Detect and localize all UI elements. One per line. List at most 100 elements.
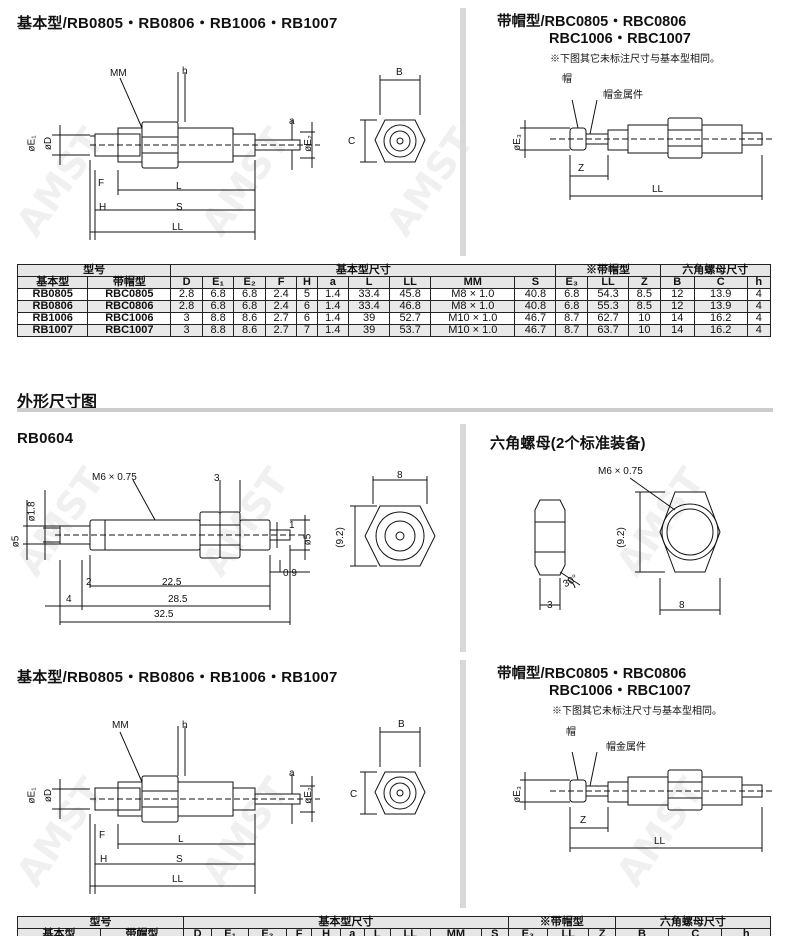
table-cell: M10 × 1.0 <box>430 312 516 325</box>
cap-type-title-2-line1: 带帽型/RBC0805・RBC0806 <box>497 666 687 682</box>
table2-column-header: LL <box>389 928 431 936</box>
table-cell: 4 <box>746 324 771 337</box>
label-phiE2-2: øE₂ <box>302 787 314 804</box>
table2-column-header: E₂ <box>248 928 287 936</box>
table-cell: 12 <box>659 300 695 313</box>
table-cell: M8 × 1.0 <box>430 288 516 301</box>
table-cell: 6.8 <box>201 288 235 301</box>
divider <box>460 660 466 908</box>
section-divider <box>17 408 773 412</box>
label-nut-9_2: (9.2) <box>615 527 627 548</box>
table-cell: 8.8 <box>201 324 235 337</box>
table-column-header: E₂ <box>233 276 266 289</box>
table-cell: RB1006 <box>16 312 89 325</box>
table2-column-header: 带帽型 <box>99 928 184 936</box>
table-group-nut: 六角螺母尺寸 <box>659 264 772 277</box>
cap-type-title-line1: 带帽型/RBC0805・RBC0806 <box>497 14 687 30</box>
table-cell: 39 <box>348 324 391 337</box>
table2-column-header: E₁ <box>211 928 250 936</box>
table2-column-header: MM <box>429 928 482 936</box>
basic-type-title: 基本型/RB0805・RB0806・RB1006・RB1007 <box>17 15 338 32</box>
table-cell: 4 <box>746 300 771 313</box>
label-LL: LL <box>172 222 184 233</box>
cap-type-title: 带帽型/RBC0805・RBC0806 RBC1006・RBC1007 <box>497 14 691 48</box>
label-F: F <box>98 178 105 189</box>
table-column-header: D <box>170 276 203 289</box>
table-cell: 6.8 <box>201 300 235 313</box>
table-cell: RB0806 <box>16 300 89 313</box>
label-d5-left: ø5 <box>10 535 22 548</box>
label-B: B <box>396 67 403 78</box>
cap-type-title-2: 带帽型/RBC0805・RBC0806 RBC1006・RBC1007 <box>497 666 691 700</box>
table-cell: 33.4 <box>348 300 391 313</box>
table2-column-header: 基本型 <box>17 928 101 936</box>
table-column-header: C <box>693 276 748 289</box>
label-cap-2: 帽 <box>566 727 576 738</box>
label-C-2: C <box>350 789 358 800</box>
label-nut-8: 8 <box>679 600 685 611</box>
label-phiD: øD <box>43 136 55 151</box>
label-H-2: H <box>100 854 108 865</box>
table2-column-header: E₃ <box>507 928 548 936</box>
label-phiE3-2: øE₃ <box>511 786 523 803</box>
table2-column-header: H <box>311 928 341 936</box>
table-cell: 1.4 <box>316 300 350 313</box>
table-cell: 7 <box>296 324 318 337</box>
table-cell: 1.4 <box>316 312 350 325</box>
table-group-cap: ※带帽型 <box>555 264 661 277</box>
label-Z: Z <box>578 163 585 174</box>
table-cell: 6.8 <box>233 288 266 301</box>
table-cell: 10 <box>628 324 661 337</box>
rb0604-end-view-drawing <box>350 476 436 567</box>
label-phiE2: øE₂ <box>302 135 314 152</box>
label-9_2: (9.2) <box>334 527 346 548</box>
table-cell: 8.8 <box>201 312 235 325</box>
label-phiE1: øE₁ <box>26 135 38 152</box>
table-cell: 16.2 <box>693 324 748 337</box>
table-cell: 8.5 <box>628 288 661 301</box>
table-column-header: h <box>746 276 771 289</box>
label-LL-cap: LL <box>652 184 664 195</box>
table-group-model: 型号 <box>16 264 172 277</box>
basic-type-side-drawing-2 <box>52 726 320 894</box>
label-MM: MM <box>110 68 127 79</box>
table2-group-model: 型号 <box>17 916 184 929</box>
table-cell: M8 × 1.0 <box>430 300 516 313</box>
table-cell: 8.6 <box>233 324 266 337</box>
label-phiD-2: øD <box>43 788 55 803</box>
table-column-header: F <box>264 276 298 289</box>
table-cell: 2.7 <box>264 324 298 337</box>
table2-column-header: S <box>480 928 509 936</box>
cap-note-2: ※下图其它未标注尺寸与基本型相同。 <box>552 706 722 717</box>
table-column-header: Z <box>628 276 661 289</box>
table-cell: 54.3 <box>587 288 630 301</box>
table-column-header: 基本型 <box>16 276 89 289</box>
table-cell: 13.9 <box>693 288 748 301</box>
table2-column-header: F <box>285 928 313 936</box>
label-nut-3: 3 <box>547 600 553 611</box>
table-cell: 4 <box>746 288 771 301</box>
nut-title: 六角螺母(2个标准装备) <box>490 435 646 452</box>
table-column-header: B <box>659 276 695 289</box>
table-cell: 55.3 <box>587 300 630 313</box>
table-column-header: 带帽型 <box>87 276 172 289</box>
table-cell: 1.4 <box>316 288 350 301</box>
label-cap-fitting: 帽金属件 <box>603 90 643 101</box>
table-cell: 13.9 <box>693 300 748 313</box>
cap-type-title-2-line2: RBC1006・RBC1007 <box>549 683 691 699</box>
table-cell: 2.4 <box>264 300 298 313</box>
label-h-2: h <box>182 720 188 731</box>
table-cell: 4 <box>746 312 771 325</box>
table-cell: 46.8 <box>389 300 432 313</box>
table-cell: 52.7 <box>389 312 432 325</box>
table-cell: 33.4 <box>348 288 391 301</box>
table2-column-header: B <box>614 928 670 936</box>
table-column-header: S <box>514 276 557 289</box>
label-28_5: 28.5 <box>168 594 188 605</box>
table-cell: 6 <box>296 312 318 325</box>
